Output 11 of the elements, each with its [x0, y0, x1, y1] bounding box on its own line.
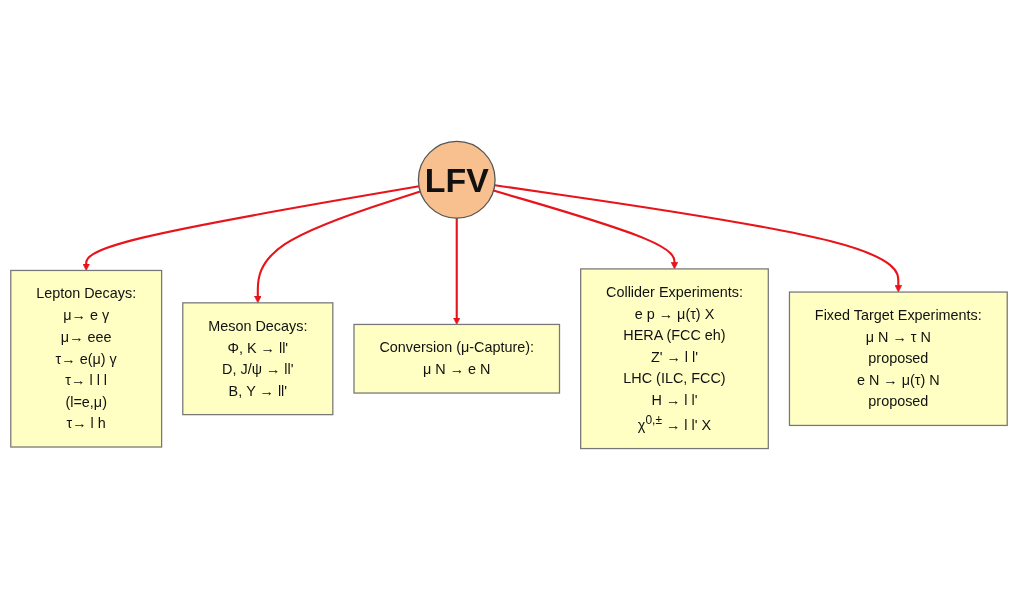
node-box: Lepton Decays: μ→ e γ μ→ eee τ→ e(μ) γ τ→ l l l (l=e,μ) τ→ l h	[10, 269, 163, 448]
arrow	[254, 190, 421, 304]
node-box: Meson Decays: Φ, K → ll' D, J/ψ → ll' B, Υ → ll'	[182, 302, 334, 416]
node-box: Conversion (μ-Capture): μ N → e N	[353, 323, 561, 394]
arrow	[82, 185, 420, 271]
node-box: Fixed Target Experiments: μ N → τ N proposed e N → μ(τ) N proposed	[788, 291, 1008, 427]
node-circle: LFV	[417, 140, 496, 219]
arrow	[453, 218, 461, 325]
arrow	[494, 184, 903, 293]
arrow	[493, 189, 679, 270]
node-box: Collider Experiments: e p → μ(τ) X HERA (FCC eh) Z' → l l' LHC (ILC, FCC) H → l l' χ$^{0,±}$ → l l' X	[580, 268, 769, 450]
